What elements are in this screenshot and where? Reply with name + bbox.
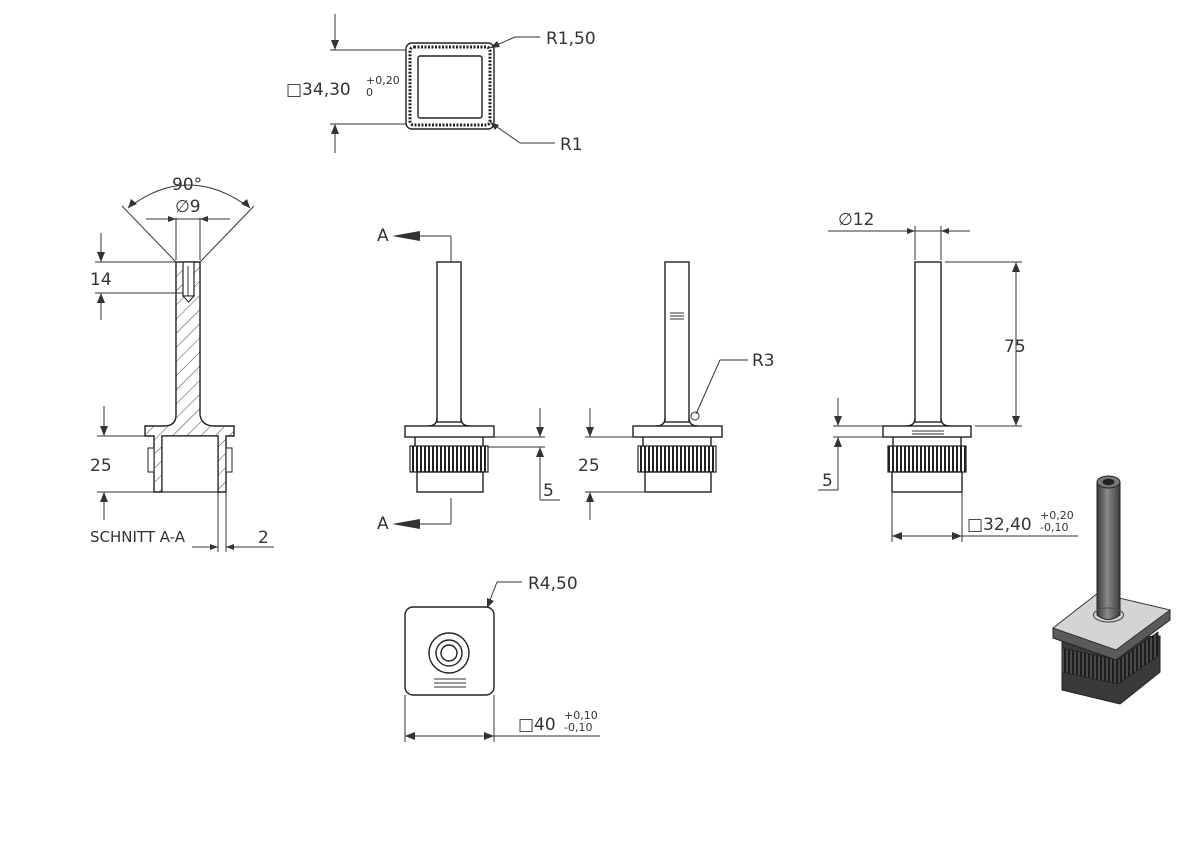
front-insert-lower — [416, 471, 484, 493]
isometric-part-image — [1051, 475, 1172, 705]
right-knurl — [887, 445, 967, 473]
bottom-center-ring-inner — [440, 644, 458, 662]
top-view-outer-square — [405, 42, 495, 130]
front-knurl — [409, 445, 489, 473]
bottom-plate — [404, 606, 495, 696]
right-flange-marking — [912, 430, 944, 435]
right-insert-tol-lower: -0,10 — [1040, 521, 1068, 534]
top-view-inner-square — [417, 55, 483, 119]
side-pin — [664, 261, 690, 423]
front-section-mark-top: A — [377, 226, 389, 246]
section-angle: 90° — [172, 175, 202, 195]
front-view: A A 5 — [377, 226, 560, 534]
section-hole-depth: 14 — [90, 270, 112, 290]
bottom-plate-tol-upper: +0,10 — [564, 709, 598, 722]
bottom-corner-radius: R4,50 — [528, 574, 578, 594]
bottom-plate-tol-lower: -0,10 — [564, 721, 592, 734]
section-insert-height: 25 — [90, 456, 112, 476]
front-flange — [404, 425, 495, 438]
side-insert-height: 25 — [578, 456, 600, 476]
top-view-square-dim: □34,30 — [286, 80, 351, 100]
bottom-view: R4,50 □40 +0,10 -0,10 — [404, 574, 600, 742]
section-caption: SCHNITT A-A — [90, 528, 186, 546]
side-view: R3 25 — [578, 261, 775, 520]
section-wall: 2 — [258, 528, 269, 548]
front-pin — [436, 261, 462, 423]
top-view-radius-outer: R1,50 — [546, 29, 596, 49]
top-view-knurl-ring — [408, 45, 492, 127]
bottom-center-ring-outer — [428, 632, 470, 674]
right-pin-dia: ∅12 — [838, 210, 874, 230]
side-pin-marking — [670, 312, 684, 320]
side-knurl — [637, 445, 717, 473]
right-pin — [914, 261, 942, 423]
section-hole-dia: ∅9 — [175, 197, 201, 217]
top-view-radius-inner: R1 — [560, 135, 583, 155]
right-pin-length: 75 — [1004, 337, 1026, 357]
section-view: 90° ∅9 14 25 2 SCHNITT A-A — [90, 175, 274, 552]
side-insert-lower — [644, 471, 712, 493]
bottom-center-ring-mid — [435, 639, 463, 667]
top-view: □34,30 +0,20 0 R1,50 R1 — [286, 14, 596, 155]
side-fillet-radius: R3 — [752, 351, 775, 371]
section-insert-cavity — [161, 435, 219, 493]
right-view: ∅12 75 5 □32,40 +0,20 -0,10 — [818, 210, 1078, 542]
right-flange-thickness: 5 — [822, 471, 833, 491]
right-insert-tol-upper: +0,20 — [1040, 509, 1074, 522]
top-view-square-tol-upper: +0,20 — [366, 74, 400, 87]
right-insert-lower — [891, 471, 963, 493]
bottom-marking — [434, 678, 466, 688]
top-view-square-tol-lower: 0 — [366, 86, 373, 99]
front-section-mark-bottom: A — [377, 514, 389, 534]
right-insert-dim: □32,40 — [967, 515, 1032, 535]
side-flange — [632, 425, 723, 438]
front-flange-thickness: 5 — [543, 481, 554, 501]
bottom-plate-dim: □40 — [518, 715, 556, 735]
